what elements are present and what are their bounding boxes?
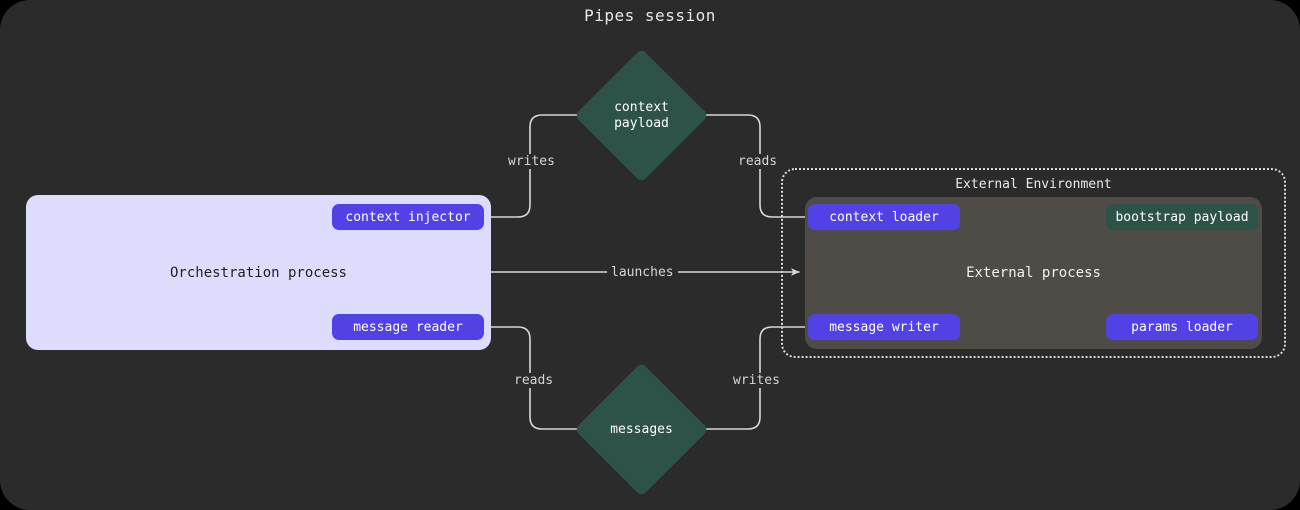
external-environment-label: External Environment	[955, 177, 1112, 192]
page-title: Pipes session	[584, 6, 716, 25]
edge-label-loader-reads: reads	[734, 154, 782, 169]
external-environment-container[interactable]: External Environment	[781, 168, 1286, 358]
node-params-loader[interactable]: params loader	[1106, 314, 1258, 340]
edge-label-reader-reads: reads	[510, 373, 558, 388]
node-messages[interactable]: messages	[574, 362, 709, 497]
orchestration-process-label: Orchestration process	[169, 264, 347, 281]
node-context-injector[interactable]: context injector	[332, 204, 484, 230]
node-message-writer[interactable]: message writer	[808, 314, 960, 340]
node-messages-label: messages	[610, 421, 673, 437]
node-message-reader[interactable]: message reader	[332, 314, 484, 340]
node-context-loader[interactable]: context loader	[808, 204, 960, 230]
external-process-label: External process	[966, 265, 1101, 281]
node-context-payload[interactable]: context payload	[574, 48, 709, 183]
node-context-payload-label: context payload	[614, 99, 669, 131]
node-bootstrap-payload[interactable]: bootstrap payload	[1106, 204, 1258, 230]
edge-label-launches: launches	[607, 265, 678, 280]
edge-label-injector-writes: writes	[504, 154, 559, 169]
edge-label-writer-writes: writes	[729, 373, 784, 388]
